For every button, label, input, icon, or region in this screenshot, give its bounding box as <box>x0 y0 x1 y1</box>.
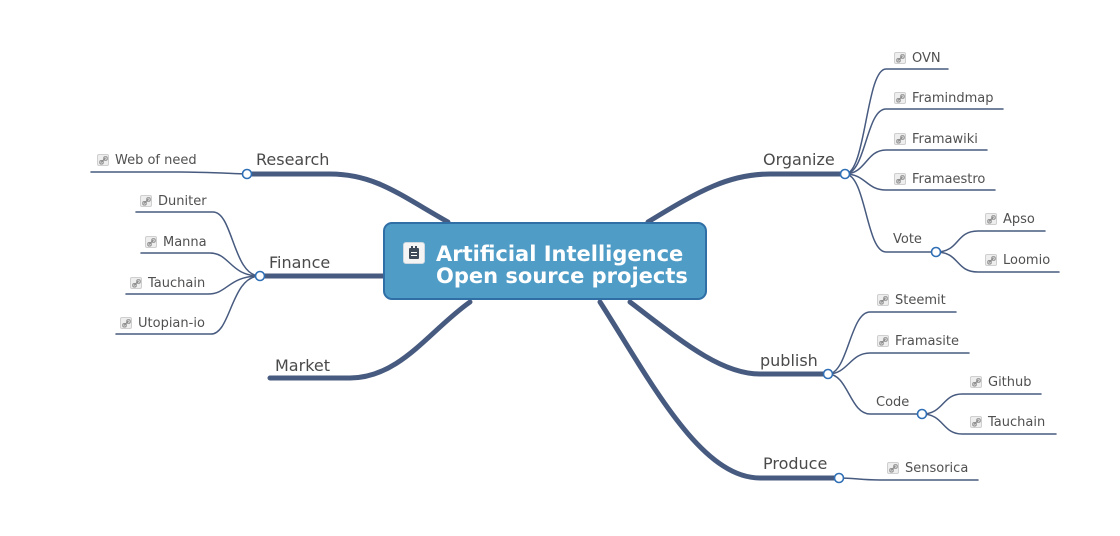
link-icon[interactable] <box>130 277 142 289</box>
topic-publish[interactable]: publish <box>760 351 818 370</box>
link-icon[interactable] <box>120 317 132 329</box>
topic-web-of-need-text: Web of need <box>115 153 197 168</box>
node-publish[interactable] <box>822 368 834 380</box>
link-finance-0 <box>135 211 261 277</box>
link-vote-0 <box>935 230 1046 253</box>
link-finance-2 <box>125 275 261 295</box>
notepad-icon <box>403 242 425 264</box>
topic-manna-text: Manna <box>163 235 207 250</box>
link-web-of-need <box>90 171 248 175</box>
node-research[interactable] <box>241 168 253 180</box>
branch-organize <box>645 171 848 225</box>
topic-research[interactable]: Research <box>256 150 330 169</box>
link-organize-2 <box>844 149 988 175</box>
link-code-0 <box>921 393 1042 415</box>
link-icon[interactable] <box>894 92 906 104</box>
topic-finance[interactable]: Finance <box>269 253 331 272</box>
central-topic[interactable]: Artificial Intelligence Open source proj… <box>383 222 707 300</box>
link-icon[interactable] <box>140 195 152 207</box>
link-icon[interactable] <box>894 52 906 64</box>
topic-tauchain-text: Tauchain <box>148 276 206 291</box>
topic-utopian-io-text: Utopian-io <box>138 316 205 331</box>
link-icon[interactable] <box>985 254 997 266</box>
link-finance-1 <box>140 252 261 277</box>
topic-sensorica-text: Sensorica <box>905 461 969 476</box>
topic-duniter-text: Duniter <box>158 194 207 209</box>
node-finance[interactable] <box>254 270 266 282</box>
link-icon[interactable] <box>887 462 899 474</box>
topic-produce[interactable]: Produce <box>763 454 828 473</box>
topic-code-tauchain-text: Tauchain <box>988 415 1046 430</box>
link-finance-3 <box>115 275 261 335</box>
topic-ovn-text: OVN <box>912 51 941 66</box>
topic-market[interactable]: Market <box>275 356 330 375</box>
central-title-line1: Artificial Intelligence <box>436 242 684 266</box>
node-organize[interactable] <box>839 168 851 180</box>
topic-apso-text: Apso <box>1003 212 1035 227</box>
link-icon[interactable] <box>97 154 109 166</box>
link-organize-3 <box>844 173 996 191</box>
link-publish-0 <box>827 311 957 375</box>
central-title-line2: Open source projects <box>436 264 688 288</box>
topic-organize[interactable]: Organize <box>763 150 835 169</box>
link-publish-1 <box>827 352 970 375</box>
link-icon[interactable] <box>970 416 982 428</box>
branch-market <box>267 299 473 381</box>
topic-code-github-text: Github <box>988 375 1032 390</box>
link-icon[interactable] <box>970 376 982 388</box>
link-icon[interactable] <box>894 133 906 145</box>
link-vote <box>844 173 937 253</box>
link-organize-1 <box>844 108 1004 175</box>
node-code[interactable] <box>916 408 928 420</box>
branch-research <box>244 171 451 225</box>
link-vote-1 <box>935 251 1060 273</box>
node-produce[interactable] <box>833 472 845 484</box>
link-icon[interactable] <box>877 294 889 306</box>
link-sensorica <box>838 477 979 481</box>
node-vote[interactable] <box>930 246 942 258</box>
link-icon[interactable] <box>145 236 157 248</box>
link-code <box>827 373 923 415</box>
link-icon[interactable] <box>985 213 997 225</box>
topic-loomio-text: Loomio <box>1003 253 1051 268</box>
branch-produce <box>597 299 842 481</box>
topic-vote[interactable]: Vote <box>893 232 922 247</box>
topic-steemit-text: Steemit <box>895 293 946 308</box>
topic-framasite-text: Framasite <box>895 334 959 349</box>
topic-framawiki-text: Framawiki <box>912 132 978 147</box>
topic-code[interactable]: Code <box>876 395 910 410</box>
topic-framindmap-text: Framindmap <box>912 91 994 106</box>
topic-framaestro-text: Framaestro <box>912 172 986 187</box>
link-icon[interactable] <box>877 335 889 347</box>
link-organize-0 <box>844 68 949 175</box>
link-code-1 <box>921 413 1057 435</box>
link-icon[interactable] <box>894 173 906 185</box>
branch-publish <box>627 299 831 377</box>
